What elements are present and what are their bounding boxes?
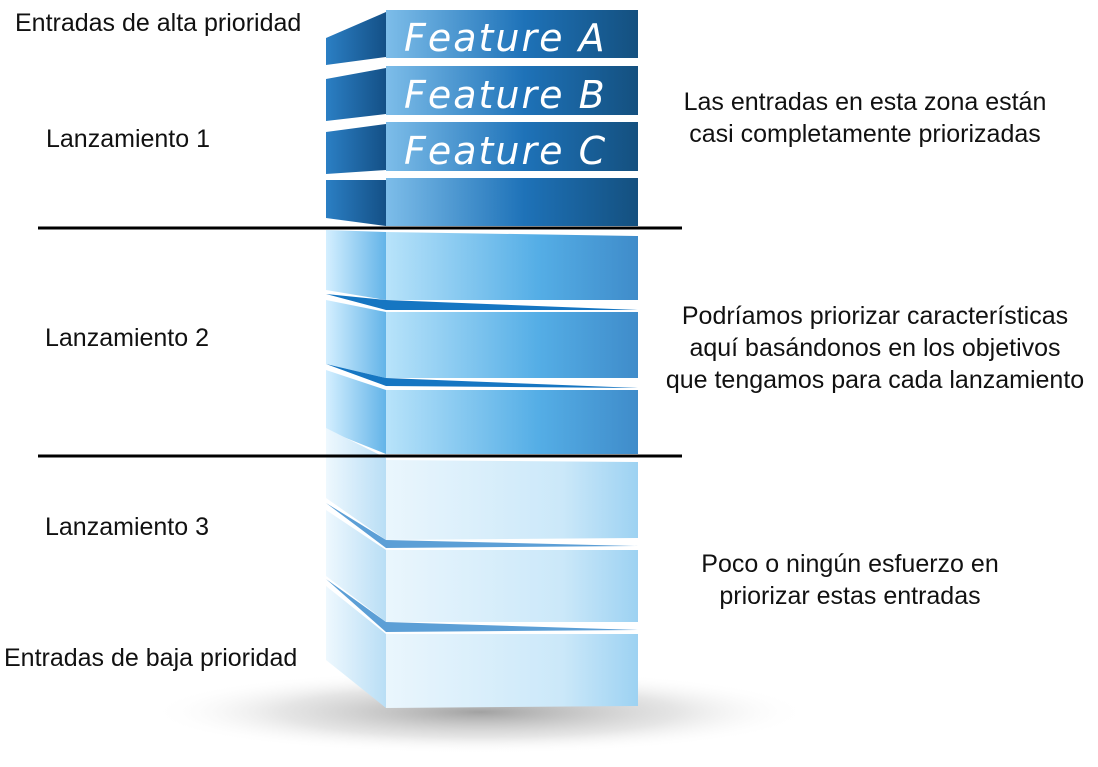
stack-shadow (150, 670, 810, 754)
label-release-3: Lanzamiento 3 (45, 513, 210, 541)
label-high-priority: Entradas de alta prioridad (15, 9, 302, 37)
slab-release-1-extra (326, 178, 638, 226)
slab-feature-c (326, 122, 638, 174)
zone-1-description: Las entradas en esta zona están casi com… (650, 86, 1080, 150)
zone-2-line-2: aquí basándonos en los objetivos (689, 334, 1061, 362)
zone-2-description: Podríamos priorizar características aquí… (655, 300, 1095, 396)
zone-1-line-2: casi completamente priorizadas (689, 120, 1041, 148)
zone-2-line-1: Podríamos priorizar características (681, 302, 1069, 330)
feature-c-label: Feature C (404, 129, 607, 173)
zone-1-line-1: Las entradas en esta zona están (683, 88, 1047, 116)
slab-release-2-b (326, 294, 638, 378)
zone-3-line-2: priorizar estas entradas (719, 582, 981, 610)
slab-feature-a (326, 10, 638, 65)
label-low-priority: Entradas de baja prioridad (4, 644, 298, 672)
slab-release-2-c (326, 364, 638, 454)
label-release-2: Lanzamiento 2 (45, 324, 210, 352)
slab-release-3-c (326, 579, 638, 708)
zone-2-line-3: que tengamos para cada lanzamiento (665, 366, 1085, 394)
slab-feature-b (326, 66, 638, 121)
feature-a-label: Feature A (404, 16, 607, 60)
slab-release-3-b (326, 503, 638, 622)
label-release-1: Lanzamiento 1 (46, 125, 211, 153)
zone-3-description: Poco o ningún esfuerzo en priorizar esta… (650, 548, 1050, 612)
zone-3-line-1: Poco o ningún esfuerzo en (701, 550, 999, 578)
slab-release-2-a (326, 230, 638, 300)
feature-b-label: Feature B (404, 73, 607, 117)
